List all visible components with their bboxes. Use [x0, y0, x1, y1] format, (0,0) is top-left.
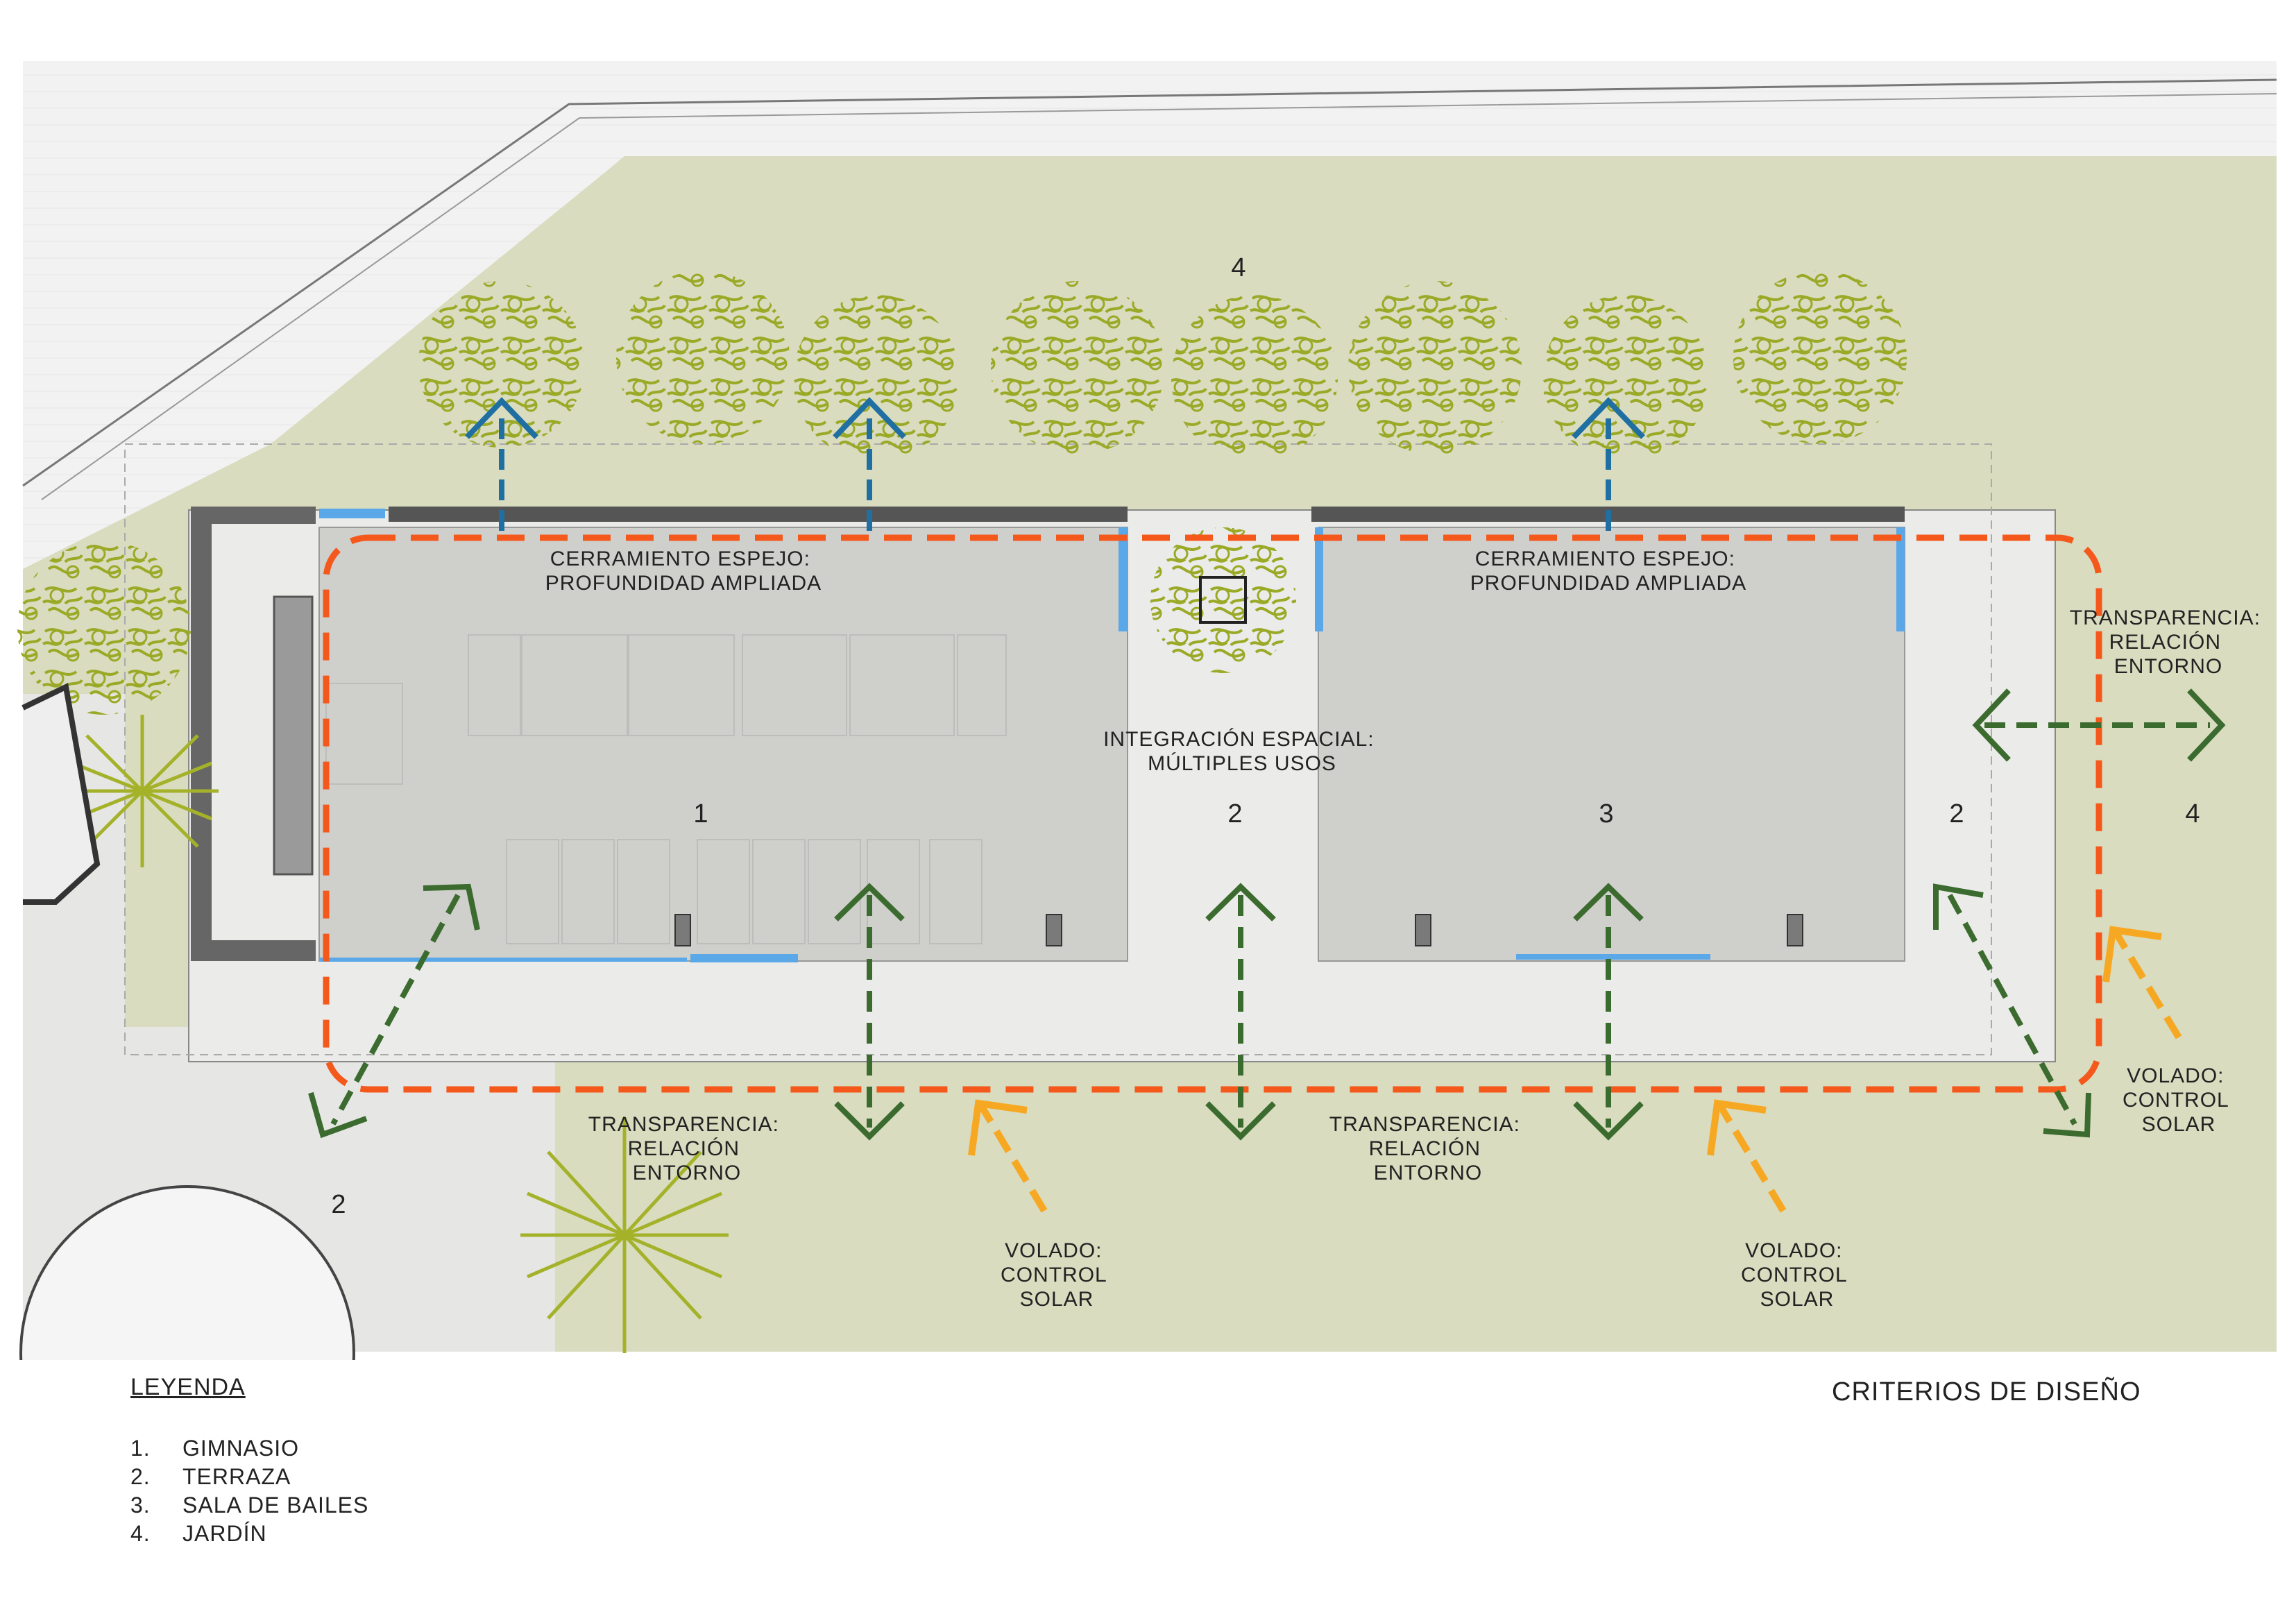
legend-item-label: GIMNASIO	[182, 1436, 300, 1461]
street-band-texture	[23, 61, 2277, 569]
legend-item-number: 1.	[130, 1436, 151, 1461]
green-arrows	[308, 688, 2226, 1141]
round-plaza	[19, 1185, 355, 1360]
north-glass-left	[319, 509, 385, 518]
sheet-title: CRITERIOS DE DISEÑO	[1832, 1377, 2141, 1407]
zone-label-gym: 1	[693, 799, 708, 829]
note-volado-2: VOLADO: CONTROL SOLAR	[1741, 1239, 1853, 1311]
glass-gym-east	[1119, 527, 1127, 631]
green-arrow-v3	[1573, 883, 1644, 1141]
note-volado-3: VOLADO: CONTROL SOLAR	[2123, 1064, 2235, 1136]
legend-item-label: JARDÍN	[182, 1521, 267, 1546]
legend-list: 1. GIMNASIO 2. TERRAZA 3. SALA DE BAILES 4.…	[130, 1434, 368, 1548]
blue-arrows	[465, 397, 1645, 531]
tree-row	[17, 271, 1907, 715]
legend-item-number: 4.	[130, 1521, 151, 1546]
blue-arrow-3	[1572, 397, 1645, 531]
yellow-arrow-1	[968, 1099, 1048, 1213]
yellow-arrow-3	[2102, 926, 2182, 1039]
blue-arrow-1	[465, 397, 538, 531]
blue-arrow-2	[833, 397, 906, 531]
yellow-arrow-2	[1707, 1099, 1787, 1213]
zone-label-garden-top: 4	[1231, 253, 1245, 282]
green-arrow-diag-left	[308, 883, 480, 1139]
glass-dance-west	[1315, 527, 1323, 631]
design-boundary	[323, 534, 2102, 1093]
note-mirror-left: CERRAMIENTO ESPEJO: PROFUNDIDAD AMPLIADA	[545, 547, 822, 595]
green-arrow-h	[1972, 688, 2226, 762]
site-plan: 4 1 2 3 2 4 2 CERRAMIENTO ESPEJO: PROFUN…	[17, 61, 2277, 1360]
zone-label-terrace-right: 2	[1949, 799, 1964, 829]
zone-label-dance: 3	[1599, 799, 1613, 829]
green-arrow-v1	[834, 883, 905, 1141]
note-volado-1: VOLADO: CONTROL SOLAR	[1001, 1239, 1113, 1311]
note-transparency-right: TRANSPARENCIA: RELACIÓN ENTORNO	[2070, 606, 2268, 678]
legend-item: 4. JARDÍN	[130, 1520, 368, 1548]
counter	[273, 595, 314, 876]
green-arrow-diag-right	[1933, 883, 2091, 1138]
legend-item: 2. TERRAZA	[130, 1463, 368, 1491]
note-integration: INTEGRACIÓN ESPACIAL: MÚLTIPLES USOS	[1103, 728, 1381, 775]
north-wall-left	[389, 507, 1128, 522]
legend-title: LEYENDA	[130, 1374, 246, 1400]
legend-item-number: 2.	[130, 1464, 151, 1489]
legend-item-label: TERRAZA	[182, 1464, 291, 1489]
note-transparency-mid: TRANSPARENCIA: RELACIÓN ENTORNO	[1329, 1113, 1527, 1184]
legend-item: 1. GIMNASIO	[130, 1434, 368, 1463]
adjacent-pavilion	[22, 683, 101, 905]
plaza-paving	[23, 694, 555, 1352]
yellow-arrows	[968, 926, 2182, 1213]
note-transparency-left: TRANSPARENCIA: RELACIÓN ENTORNO	[588, 1113, 786, 1184]
glass-gym-door	[690, 954, 798, 962]
legend-item-number: 3.	[130, 1493, 151, 1518]
glass-gym-south	[319, 958, 687, 962]
note-mirror-right: CERRAMIENTO ESPEJO: PROFUNDIDAD AMPLIADA	[1470, 547, 1746, 595]
legend-item-label: SALA DE BAILES	[182, 1493, 369, 1518]
curb-line	[22, 78, 2277, 487]
curb-line-2	[41, 93, 2277, 500]
glass-dance-south	[1516, 954, 1710, 960]
green-arrow-v2	[1205, 883, 1276, 1141]
tree-planter	[1199, 576, 1247, 624]
palm-trees	[66, 715, 729, 1353]
columns	[674, 914, 1803, 946]
zone-label-terrace-mid: 2	[1227, 799, 1242, 829]
legend: LEYENDA 1. GIMNASIO 2. TERRAZA 3. SALA DE B…	[130, 1374, 368, 1548]
zone-label-terrace-left: 2	[331, 1190, 346, 1219]
legend-item: 3. SALA DE BAILES	[130, 1491, 368, 1520]
glass-dance-east	[1896, 527, 1905, 631]
west-wall	[191, 507, 316, 961]
gym-equipment	[325, 634, 1007, 944]
zone-label-garden-right: 4	[2185, 799, 2200, 829]
